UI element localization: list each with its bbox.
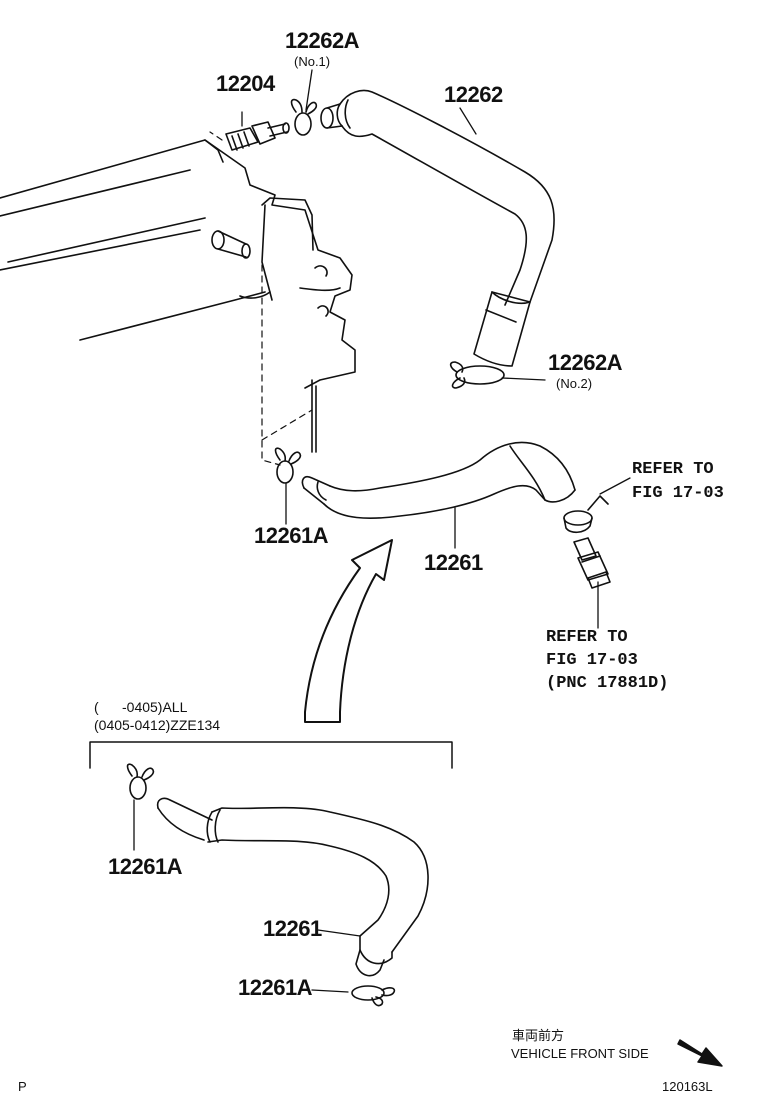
clip-12262A-no2 xyxy=(451,362,504,388)
vehicle-front-english: VEHICLE FRONT SIDE xyxy=(511,1046,649,1061)
ventilation-hose-12261-inset xyxy=(158,798,428,975)
label-12204: 12204 xyxy=(216,71,275,96)
hose-clamp-refer xyxy=(564,496,608,532)
label-12261A-inset-top: 12261A xyxy=(108,854,183,879)
refer-label-1-line1: REFER TO xyxy=(632,460,714,479)
footer-left-code: P xyxy=(18,1079,27,1094)
inset-applicability-line2: (0405-0412)ZZE134 xyxy=(94,717,221,733)
label-12261A-upper: 12261A xyxy=(254,523,329,548)
label-12262A-no2: 12262A xyxy=(548,350,623,375)
ventilation-hose-12262 xyxy=(321,91,554,367)
vacuum-switching-valve-fitting xyxy=(574,538,610,588)
pcv-valve-12204 xyxy=(226,122,289,150)
label-12261-inset: 12261 xyxy=(263,916,322,941)
clip-12261A-upper xyxy=(276,448,301,483)
clip-12262A-no1 xyxy=(292,100,317,135)
refer-label-2-line3: (PNC 17881D) xyxy=(546,674,669,693)
label-12262A-no2-sub: (No.2) xyxy=(556,376,593,391)
refer-label-1-line2: FIG 17-03 xyxy=(632,484,724,503)
refer-label-2-line2: FIG 17-03 xyxy=(546,651,638,670)
clip-12261A-inset-bottom xyxy=(352,986,394,1006)
assembly-arrow xyxy=(305,540,392,722)
label-12262A-no1: 12262A xyxy=(285,28,360,53)
vehicle-front-arrow xyxy=(678,1040,722,1066)
refer-label-2-line1: REFER TO xyxy=(546,628,628,647)
inset-bracket xyxy=(90,742,452,768)
label-12261-upper: 12261 xyxy=(424,550,483,575)
dashed-assembly-lines xyxy=(210,132,312,465)
inset-applicability-line1: ( -0405)ALL xyxy=(94,699,188,715)
illustration-number: 120163L xyxy=(662,1079,713,1094)
leader-lines xyxy=(134,70,630,992)
clip-12261A-inset-top xyxy=(128,764,154,799)
vehicle-front-japanese: 車両前方 xyxy=(512,1029,565,1044)
label-12262A-no1-sub: (No.1) xyxy=(294,54,331,69)
label-12262: 12262 xyxy=(444,82,503,107)
engine-cylinder-head xyxy=(0,140,355,452)
ventilation-hose-12261-upper xyxy=(302,442,575,518)
label-12261A-inset-bottom: 12261A xyxy=(238,975,313,1000)
